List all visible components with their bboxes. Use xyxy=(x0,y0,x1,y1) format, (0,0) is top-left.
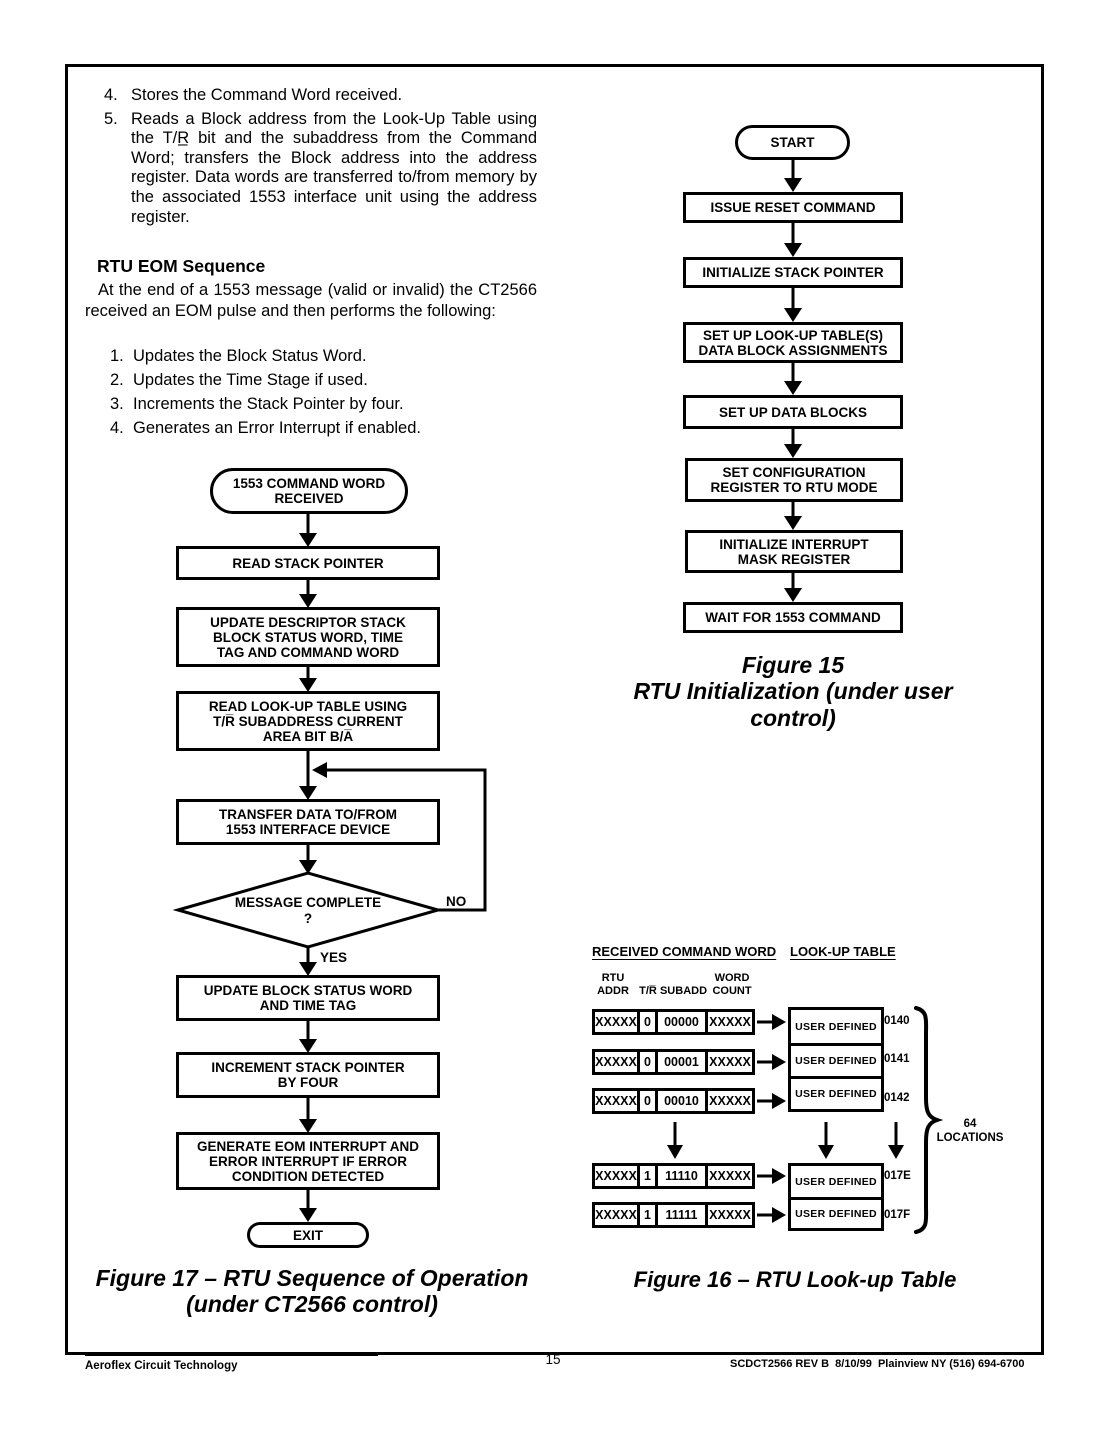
fig17-caption-line1: Figure 17 – RTU Sequence of Operation xyxy=(95,1265,529,1291)
list-number: 2. xyxy=(110,371,124,389)
word-count-cell: XXXXX xyxy=(705,1009,755,1035)
col-label-rtu-addr: RTU ADDR xyxy=(597,972,629,997)
fig17-exit-terminator: EXIT xyxy=(247,1222,369,1248)
list-item: 4. Stores the Command Word received. xyxy=(104,86,537,106)
page-border-frame xyxy=(65,64,1044,1355)
command-word-row: XXXXX 0 00000 XXXXX xyxy=(592,1009,755,1035)
fig15-box-setup-data-blocks: SET UP DATA BLOCKS xyxy=(683,395,903,429)
addr-label: 0142 xyxy=(884,1092,910,1104)
fig15-caption-line1: Figure 15 xyxy=(741,652,845,678)
list-text: Updates the Time Stage if used. xyxy=(133,371,368,389)
word-count-cell: XXXXX xyxy=(705,1088,755,1114)
list-item: 3. Increments the Stack Pointer by four. xyxy=(110,395,530,414)
fig17-box-read-stack-pointer: READ STACK POINTER xyxy=(176,546,440,580)
subadd-cell: 00000 xyxy=(655,1009,708,1035)
fig17-box-update-descriptor-stack: UPDATE DESCRIPTOR STACK BLOCK STATUS WOR… xyxy=(176,607,440,667)
fig15-box-initialize-interrupt-mask: INITIALIZE INTERRUPT MASK REGISTER xyxy=(685,530,903,573)
list-text: Generates an Error Interrupt if enabled. xyxy=(133,419,421,437)
numbered-list-top: 4. Stores the Command Word received. 5. … xyxy=(104,86,537,231)
eom-steps-list: 1. Updates the Block Status Word. 2. Upd… xyxy=(110,347,530,443)
fig15-box-setup-lookup-tables: SET UP LOOK-UP TABLE(S) DATA BLOCK ASSIG… xyxy=(683,322,903,363)
col-label-word-count: WORD COUNT xyxy=(712,972,752,997)
no-branch-label: NO xyxy=(446,894,467,909)
fig16-caption: Figure 16 – RTU Look-up Table xyxy=(633,1267,957,1292)
list-item: 4. Generates an Error Interrupt if enabl… xyxy=(110,419,530,438)
rtu-addr-cell: XXXXX xyxy=(592,1163,640,1189)
list-text: Updates the Block Status Word. xyxy=(133,347,367,365)
fig15-box-initialize-stack-pointer: INITIALIZE STACK POINTER xyxy=(683,257,903,288)
fig17-box-update-block-status: UPDATE BLOCK STATUS WORD AND TIME TAG xyxy=(176,975,440,1021)
lut-cell: USER DEFINED xyxy=(791,1197,881,1228)
rtu-addr-cell: XXXXX xyxy=(592,1009,640,1035)
fig17-box-generate-eom-interrupt: GENERATE EOM INTERRUPT AND ERROR INTERRU… xyxy=(176,1132,440,1190)
list-item: 5. Reads a Block address from the Look-U… xyxy=(104,110,537,228)
list-number: 5. xyxy=(104,109,118,128)
command-word-row: XXXXX 1 11110 XXXXX xyxy=(592,1163,755,1189)
command-word-row: XXXXX 0 00010 XXXXX xyxy=(592,1088,755,1114)
fig15-start-terminator: START xyxy=(735,125,850,160)
list-text: Reads a Block address from the Look-Up T… xyxy=(131,109,537,226)
footer-page-number: 15 xyxy=(545,1352,561,1367)
lut-cell: USER DEFINED xyxy=(791,1043,881,1076)
command-word-row: XXXXX 1 11111 XXXXX xyxy=(592,1202,755,1228)
fig17-start-terminator: 1553 COMMAND WORD RECEIVED xyxy=(210,468,408,514)
col-label-subadd: SUBADD xyxy=(659,985,708,997)
subadd-cell: 11110 xyxy=(655,1163,708,1189)
list-item: 2. Updates the Time Stage if used. xyxy=(110,371,530,390)
rtu-addr-cell: XXXXX xyxy=(592,1088,640,1114)
subadd-cell: 00010 xyxy=(655,1088,708,1114)
lookup-table-block-top: USER DEFINED USER DEFINED USER DEFINED xyxy=(788,1007,884,1112)
look-up-table-header: LOOK-UP TABLE xyxy=(790,944,896,959)
fig17-box-read-lookup-table: READ LOOK-UP TABLE USING T/R̅ SUBADDRESS… xyxy=(176,691,440,751)
list-text: Stores the Command Word received. xyxy=(131,86,403,104)
col-label-tr: T/R̅ xyxy=(639,985,657,997)
footer-docinfo: SCDCT2566 REV B 8/10/99 Plainview NY (51… xyxy=(730,1352,1025,1370)
subadd-cell: 00001 xyxy=(655,1049,708,1075)
lut-cell: USER DEFINED xyxy=(795,1175,877,1188)
list-text: Increments the Stack Pointer by four. xyxy=(133,395,404,413)
list-number: 4. xyxy=(110,419,124,437)
addr-label: 017E xyxy=(884,1170,911,1182)
section-intro: At the end of a 1553 message (valid or i… xyxy=(85,281,537,320)
rtu-addr-cell: XXXXX xyxy=(592,1202,640,1228)
fig17-box-transfer-data: TRANSFER DATA TO/FROM 1553 INTERFACE DEV… xyxy=(176,799,440,845)
fig15-box-set-configuration-register: SET CONFIGURATION REGISTER TO RTU MODE xyxy=(685,458,903,502)
subadd-cell: 11111 xyxy=(655,1202,708,1228)
lut-cell: USER DEFINED xyxy=(791,1076,881,1109)
fig17-caption-line2: (under CT2566 control) xyxy=(186,1291,438,1317)
lut-cell: USER DEFINED xyxy=(795,1020,877,1033)
list-item: 1. Updates the Block Status Word. xyxy=(110,347,530,366)
word-count-cell: XXXXX xyxy=(705,1163,755,1189)
command-word-row: XXXXX 0 00001 XXXXX xyxy=(592,1049,755,1075)
list-number: 1. xyxy=(110,347,124,365)
locations-count-label: 64 LOCATIONS xyxy=(936,1118,1004,1144)
footer-company: Aeroflex Circuit Technology xyxy=(85,1354,378,1372)
addr-label: 0141 xyxy=(884,1053,910,1065)
list-number: 3. xyxy=(110,395,124,413)
section-heading: RTU EOM Sequence xyxy=(97,256,266,276)
word-count-cell: XXXXX xyxy=(705,1202,755,1228)
received-command-word-header: RECEIVED COMMAND WORD xyxy=(592,944,777,959)
addr-label: 0140 xyxy=(884,1015,910,1027)
rtu-addr-cell: XXXXX xyxy=(592,1049,640,1075)
word-count-cell: XXXXX xyxy=(705,1049,755,1075)
lookup-table-block-bottom: USER DEFINED USER DEFINED xyxy=(788,1163,884,1231)
list-number: 4. xyxy=(104,86,118,104)
fig17-decision-message-complete: MESSAGE COMPLETE ? xyxy=(234,895,382,926)
fig15-caption-line2: RTU Initialization (under user control) xyxy=(633,678,953,731)
fig15-box-wait-for-1553-command: WAIT FOR 1553 COMMAND xyxy=(683,602,903,633)
fig17-box-increment-stack-pointer: INCREMENT STACK POINTER BY FOUR xyxy=(176,1052,440,1098)
addr-label: 017F xyxy=(884,1209,911,1221)
yes-branch-label: YES xyxy=(320,950,348,965)
tr-bit-cell: 0 xyxy=(637,1049,658,1075)
fig15-box-issue-reset: ISSUE RESET COMMAND xyxy=(683,192,903,223)
